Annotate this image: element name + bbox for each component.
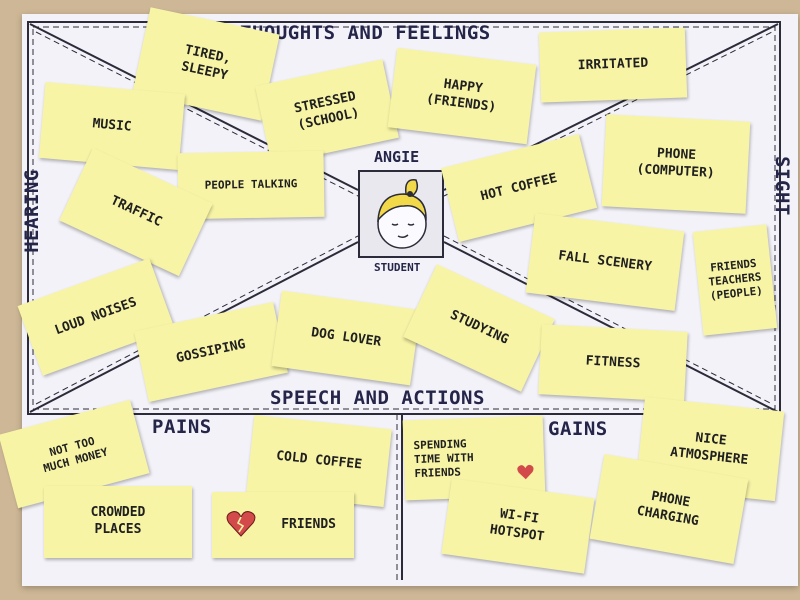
persona-portrait	[358, 170, 444, 258]
heading-thoughts-and-feelings: THOUGHTS AND FEELINGS	[240, 22, 491, 44]
note-phone-computer: PHONE (COMPUTER)	[601, 114, 751, 214]
persona-role: STUDENT	[374, 261, 421, 274]
map-frame	[27, 21, 781, 415]
broken-heart-icon	[226, 511, 256, 537]
note-friends-teachers-people: FRIENDS TEACHERS (PEOPLE)	[692, 224, 778, 336]
heading-gains: GAINS	[548, 418, 608, 440]
heading-sight: SIGHT	[770, 156, 793, 216]
diagonal-bottom-right-dashed	[443, 235, 773, 405]
note-fitness: FITNESS	[538, 324, 688, 402]
note-spending-time-with-friends: SPENDING TIME WITH FRIENDS	[402, 415, 546, 501]
heading-hearing: HEARING	[20, 169, 43, 253]
note-spending-time-label: SPENDING TIME WITH FRIENDS	[413, 436, 474, 481]
heart-icon	[517, 464, 534, 480]
heading-pains: PAINS	[152, 416, 212, 438]
note-friends-broken-heart: FRIENDS	[212, 492, 354, 558]
note-friends-label: FRIENDS	[281, 516, 336, 532]
note-happy-friends: HAPPY (FRIENDS)	[387, 47, 537, 145]
heading-speech-and-actions: SPEECH AND ACTIONS	[270, 387, 485, 409]
persona-name: ANGIE	[374, 148, 420, 166]
note-irritated: IRRITATED	[538, 27, 688, 103]
student-avatar-icon	[360, 172, 442, 256]
map-frame-dashed	[32, 26, 776, 410]
note-crowded-places: CROWDED PLACES	[44, 486, 192, 558]
